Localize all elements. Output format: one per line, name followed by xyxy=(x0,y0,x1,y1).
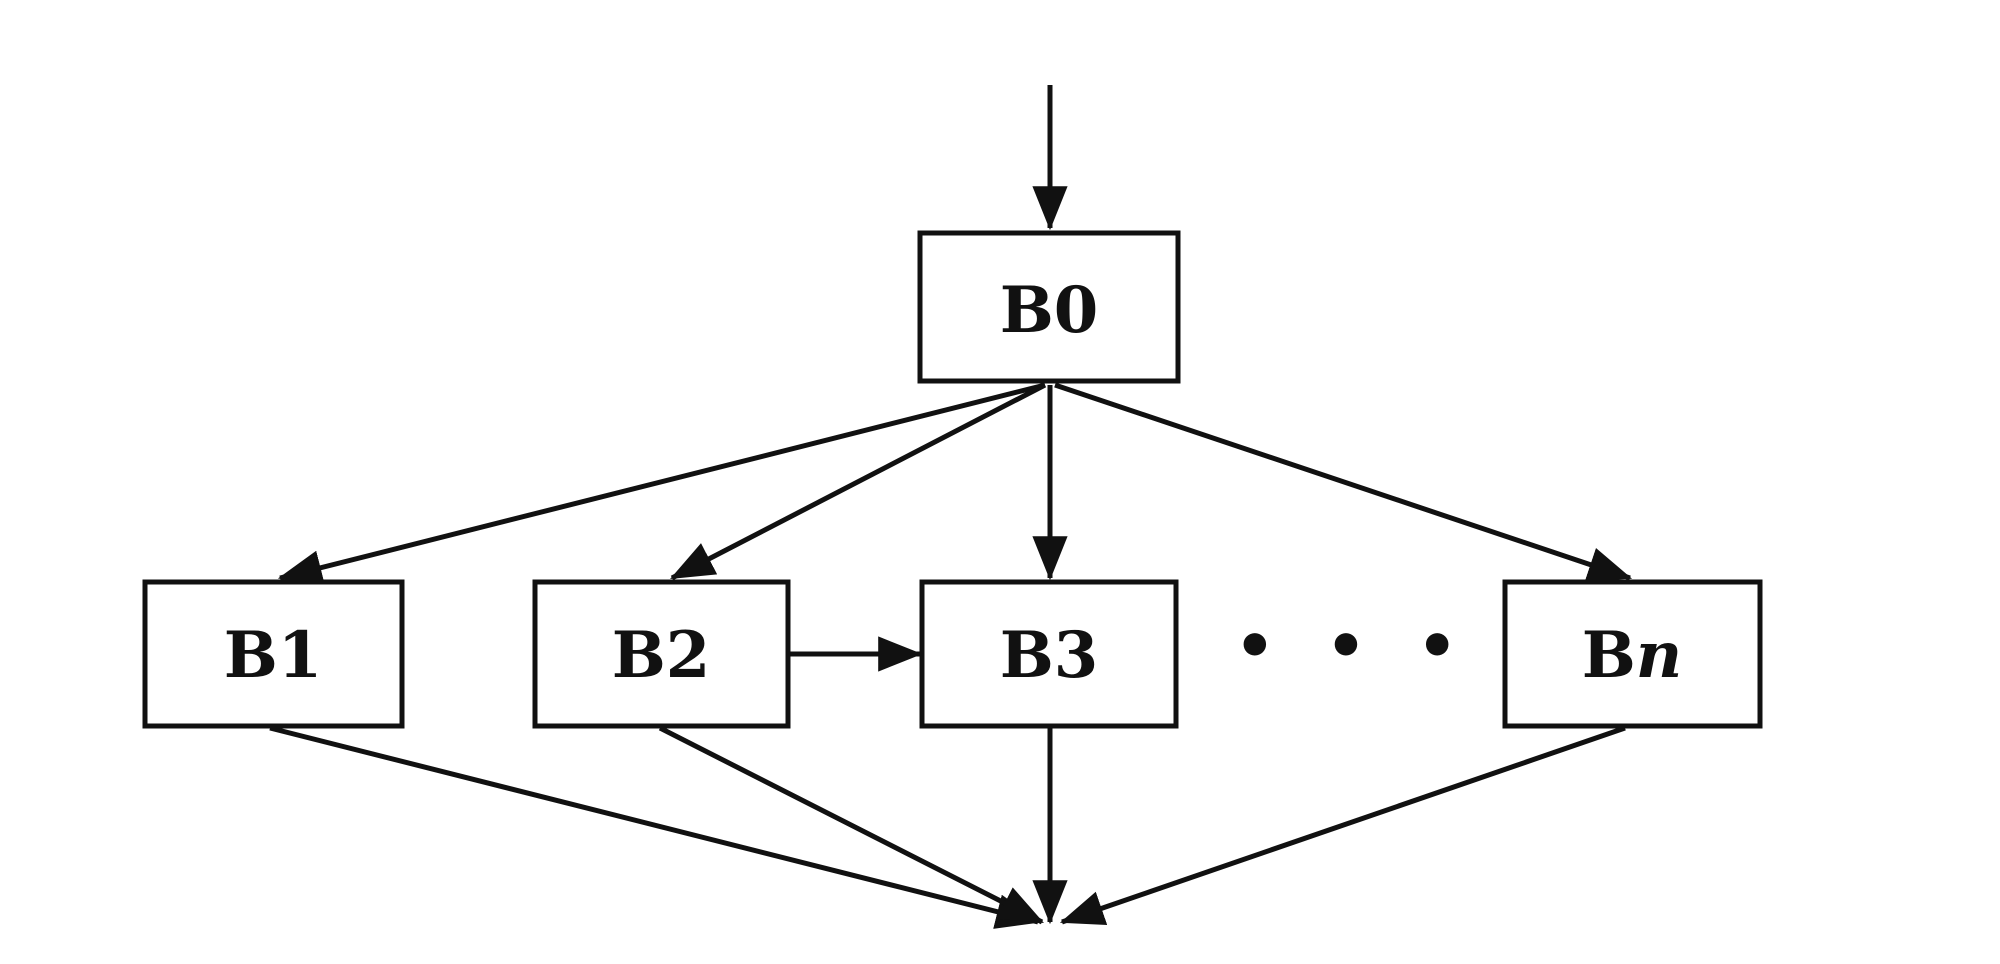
node-bn-label-prefix: B xyxy=(1582,618,1636,693)
node-b1-label: B1 xyxy=(224,618,323,693)
node-b2-box xyxy=(532,579,791,729)
edge-b2-to-exit xyxy=(658,725,1044,925)
edge-b1-to-exit xyxy=(269,725,1041,929)
edge-b0-to-bn xyxy=(1054,382,1633,582)
node-b2: B2 xyxy=(532,579,791,729)
node-b1-box xyxy=(142,579,405,729)
node-bn-label: Bn xyxy=(1582,618,1683,693)
node-bn-label-suffix: n xyxy=(1636,618,1683,693)
node-bn: Bn xyxy=(1502,579,1763,729)
edge-b0-to-b1 xyxy=(277,382,1046,585)
edge-bn-to-exit xyxy=(1059,725,1626,926)
edges xyxy=(269,85,1633,929)
edge-b0-to-b2 xyxy=(670,382,1047,581)
node-b3: B3 xyxy=(919,579,1179,729)
node-b3-label: B3 xyxy=(1000,618,1099,693)
ellipsis-more-nodes: • • • xyxy=(1234,609,1471,684)
node-b2-label: B2 xyxy=(612,618,711,693)
node-b0-box xyxy=(917,230,1181,384)
node-bn-box xyxy=(1502,579,1763,729)
node-b3-box xyxy=(919,579,1179,729)
node-b0: B0 xyxy=(917,230,1181,384)
node-b0-label: B0 xyxy=(1000,273,1099,348)
node-b1: B1 xyxy=(142,579,405,729)
